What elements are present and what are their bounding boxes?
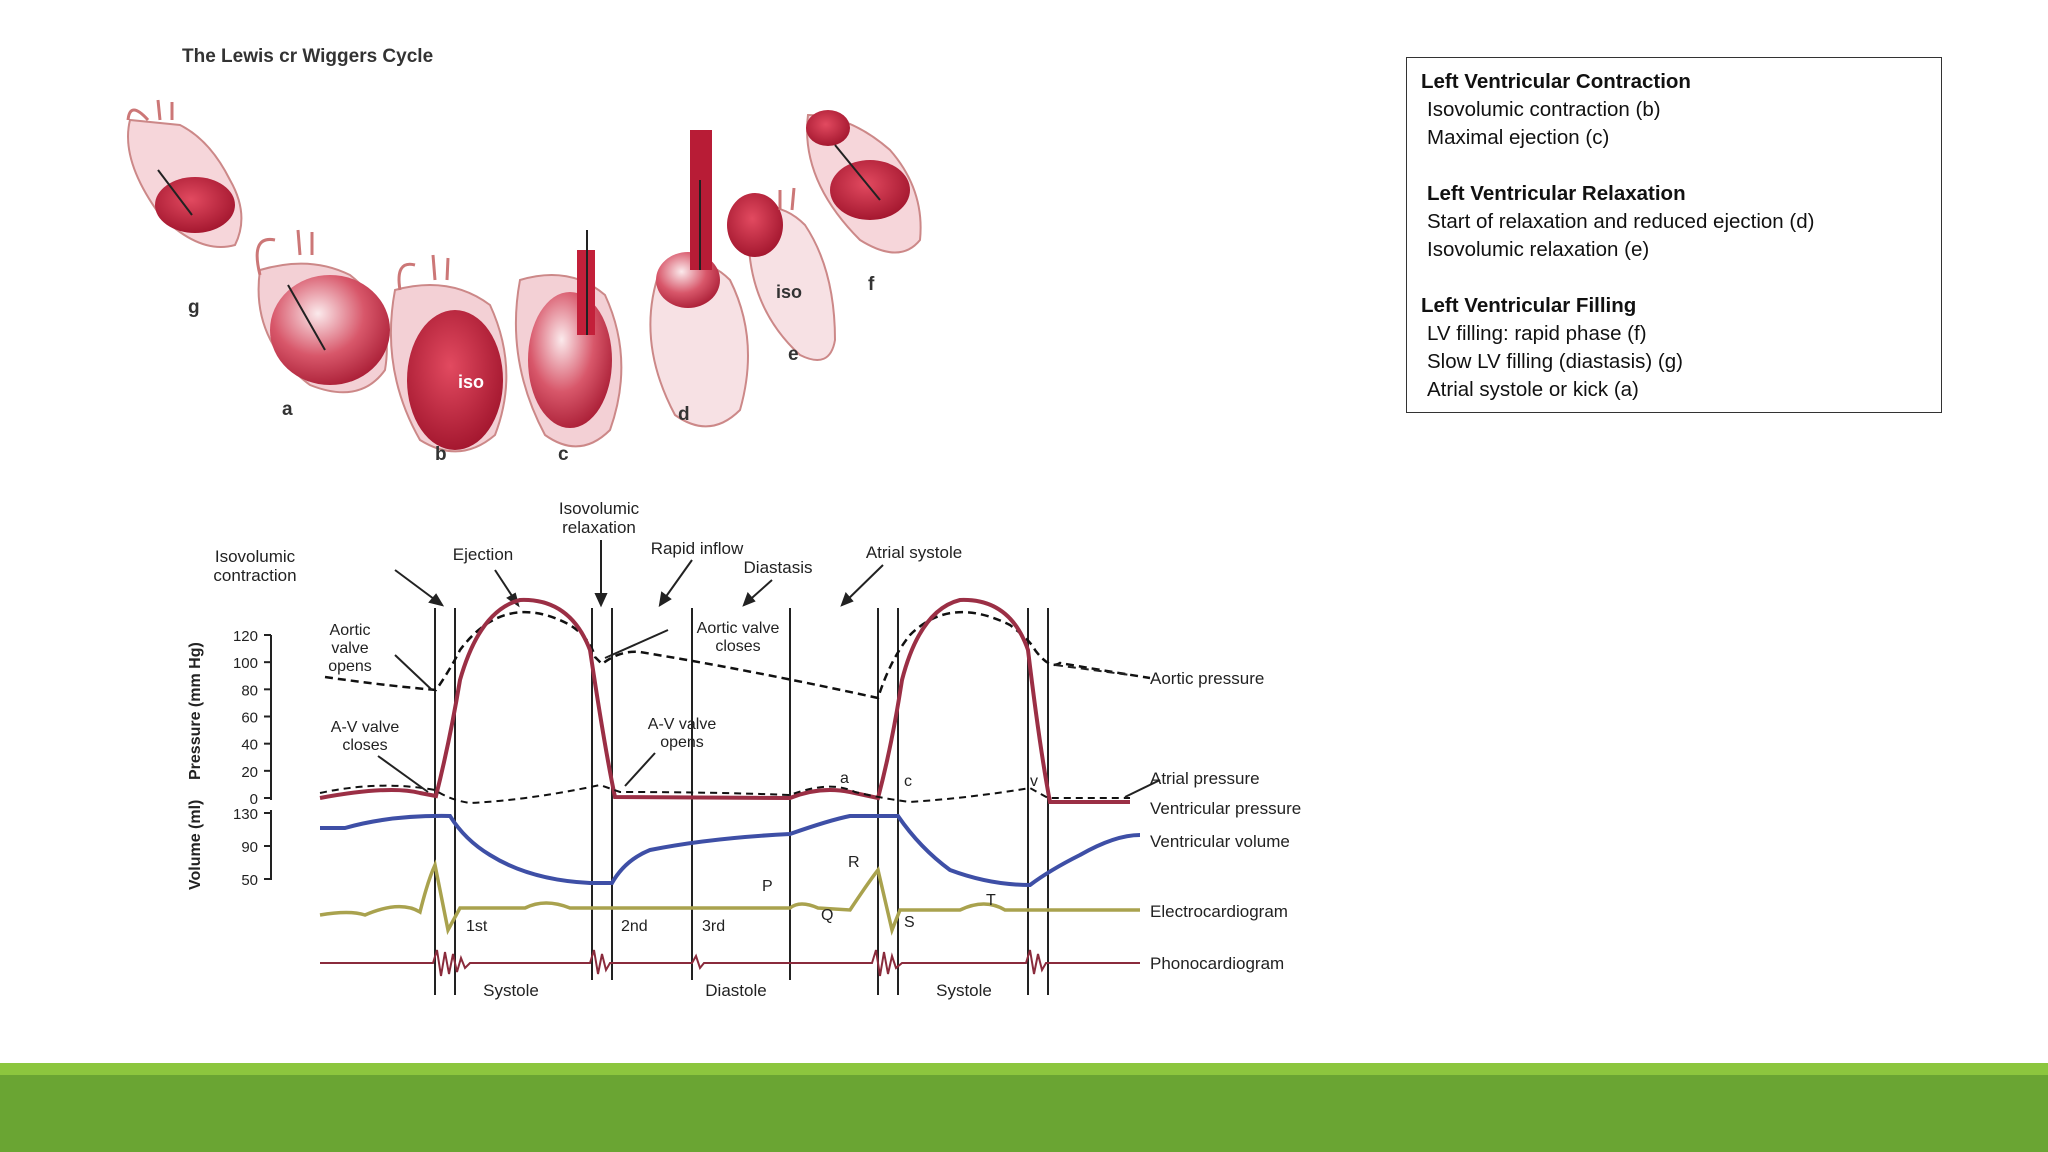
pressure-tick-label: 20 — [241, 764, 258, 781]
heading-contraction: Left Ventricular Contraction — [1421, 70, 1691, 93]
aortic-valve-opens-1: Aortic — [330, 622, 371, 639]
event-lines — [434, 608, 1049, 995]
ecg-label-r: R — [848, 854, 860, 871]
aortic-valve-opens-2: valve — [331, 640, 368, 657]
trace-label: Ventricular pressure — [1150, 799, 1301, 818]
trace-label: Atrial pressure — [1150, 769, 1260, 788]
wave-c-label: c — [904, 773, 912, 790]
label-rapid-inflow: Rapid inflow — [651, 539, 744, 558]
cycle-label-systole-2: Systole — [936, 981, 992, 1000]
heart-sound-3rd: 3rd — [702, 918, 725, 935]
trace-label: Aortic pressure — [1150, 669, 1264, 688]
volume-axis: Volume (ml) — [187, 800, 272, 890]
trace-label: Electrocardiogram — [1150, 902, 1288, 921]
ventricular-pressure-trace — [319, 597, 1130, 804]
section-contraction: Left Ventricular Contraction Isovolumic … — [1421, 68, 1927, 152]
pressure-tick-label: 60 — [241, 710, 258, 727]
label-atrial-systole: Atrial systole — [866, 543, 962, 562]
phonocardiogram-trace — [320, 949, 1140, 977]
item-maximal-ejection: Maximal ejection (c) — [1427, 126, 1610, 149]
item-slow-filling: Slow LV filling (diastasis) (g) — [1427, 350, 1683, 373]
item-start-of-relaxation: Start of relaxation and reduced ejection… — [1427, 210, 1815, 233]
ecg-label-t: T — [986, 892, 996, 909]
heart-b — [389, 254, 508, 453]
trace-label: Phonocardiogram — [1150, 954, 1284, 973]
aortic-valve-closes-1: Aortic valve — [697, 620, 780, 637]
volume-tick-label: 90 — [241, 839, 258, 856]
ecg-label-p: P — [762, 878, 773, 895]
heart-label-g: g — [188, 297, 200, 318]
pressure-tick-label: 100 — [233, 655, 258, 672]
pressure-ticks: 120 100 80 60 40 20 0 — [233, 628, 271, 808]
section-filling: Left Ventricular Filling LV filling: rap… — [1421, 292, 1927, 404]
heart-sound-1st: 1st — [466, 918, 488, 935]
pressure-tick-label: 80 — [241, 682, 258, 699]
label-diastasis: Diastasis — [744, 558, 813, 577]
volume-ticks: 130 90 50 — [233, 806, 271, 889]
pressure-axis: Pressure (mm Hg) — [187, 635, 272, 800]
ecg-trace — [319, 859, 1140, 936]
heading-relaxation: Left Ventricular Relaxation — [1427, 182, 1686, 205]
aortic-pressure-trace — [324, 610, 1151, 700]
label-isovolumic-contraction-1: Isovolumic — [215, 547, 296, 566]
heart-d — [649, 130, 749, 428]
heart-a — [255, 229, 390, 394]
heart-e — [727, 187, 837, 361]
volume-tick-label: 130 — [233, 806, 258, 823]
cycle-label-systole-1: Systole — [483, 981, 539, 1000]
item-isovolumic-contraction: Isovolumic contraction (b) — [1427, 98, 1661, 121]
label-isovolumic-relaxation-2: relaxation — [562, 518, 636, 537]
heading-filling: Left Ventricular Filling — [1421, 294, 1637, 317]
pressure-tick-label: 40 — [241, 737, 258, 754]
heart-label-d: d — [678, 404, 690, 425]
heart-c — [514, 230, 623, 448]
phase-arrows — [394, 540, 884, 608]
av-valve-opens-2: opens — [660, 734, 704, 751]
pressure-tick-label: 120 — [233, 628, 258, 645]
av-valve-closes-1: A-V valve — [331, 719, 400, 736]
figure-title: The Lewis cr Wiggers Cycle — [182, 46, 433, 67]
aortic-valve-opens-3: opens — [328, 658, 372, 675]
phase-legend-box: Left Ventricular Contraction Isovolumic … — [1406, 57, 1942, 413]
label-ejection: Ejection — [453, 545, 513, 564]
heart-cycle-illustration: The Lewis cr Wiggers Cycle — [126, 46, 922, 465]
trace-label: Ventricular volume — [1150, 832, 1290, 851]
heart-label-c: c — [558, 444, 569, 465]
ventricular-volume-trace — [320, 813, 1141, 888]
label-isovolumic-contraction-2: contraction — [213, 566, 296, 585]
label-isovolumic-relaxation-1: Isovolumic — [559, 499, 640, 518]
ecg-label-s: S — [904, 914, 915, 931]
atrial-pressure-trace — [319, 783, 1130, 805]
footer-band-dark — [0, 1075, 2048, 1152]
footer-band-light — [0, 1063, 2048, 1075]
cycle-label-diastole: Diastole — [705, 981, 766, 1000]
section-relaxation: Left Ventricular Relaxation Start of rel… — [1421, 180, 1927, 264]
item-atrial-kick: Atrial systole or kick (a) — [1427, 378, 1639, 401]
wave-a-label: a — [840, 770, 849, 787]
heart-f — [806, 110, 922, 254]
volume-axis-label: Volume (ml) — [187, 800, 204, 890]
ecg-label-q: Q — [821, 907, 833, 924]
pressure-axis-label: Pressure (mm Hg) — [187, 642, 204, 780]
av-valve-closes-2: closes — [342, 737, 387, 754]
iso-label-e: iso — [776, 282, 802, 302]
wave-v-label: v — [1030, 773, 1038, 790]
item-rapid-filling: LV filling: rapid phase (f) — [1427, 322, 1647, 345]
pressure-tick-label: 0 — [250, 791, 258, 808]
heart-g — [126, 99, 243, 248]
volume-tick-label: 50 — [241, 872, 258, 889]
heart-label-b: b — [435, 444, 447, 465]
heart-label-a: a — [282, 399, 293, 420]
heart-label-e: e — [788, 344, 799, 365]
heart-sound-2nd: 2nd — [621, 918, 648, 935]
av-valve-opens-1: A-V valve — [648, 716, 717, 733]
iso-label-b: iso — [458, 372, 484, 392]
aortic-valve-closes-2: closes — [715, 638, 760, 655]
wiggers-diagram: Isovolumic contraction Ejection Isovolum… — [187, 499, 1301, 1000]
item-isovolumic-relaxation: Isovolumic relaxation (e) — [1427, 238, 1650, 261]
heart-label-f: f — [868, 274, 875, 295]
